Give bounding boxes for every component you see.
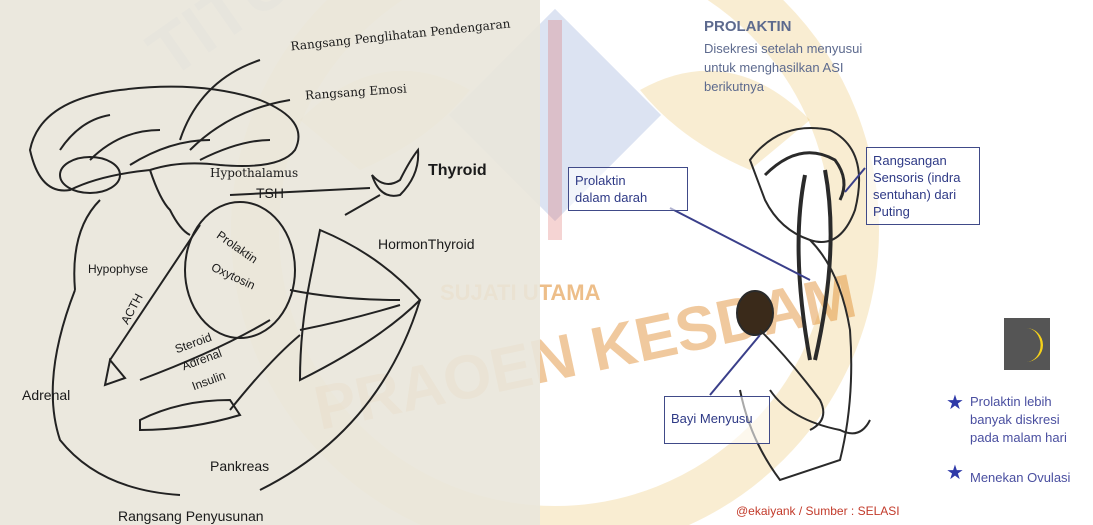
box-rangsangan-sensoris: Rangsangan Sensoris (indra sentuhan) dar… [866, 147, 980, 225]
label-adrenal: Adrenal [22, 387, 70, 403]
pointer-bayi [710, 335, 760, 395]
adrenal-gland [105, 360, 125, 385]
label-rangsang-penyusunan: Rangsang Penyusunan [118, 508, 264, 524]
label-thyroid: Thyroid [428, 162, 487, 180]
breast-drawing [300, 230, 420, 380]
arrow-feeding-stimulus [260, 300, 420, 490]
note-1-line-1: Prolaktin lebih [970, 393, 1067, 411]
box-prolaktin-line-1: Prolaktin [575, 172, 681, 189]
box-rangsangan-line-1: Rangsangan [873, 152, 973, 169]
moon-icon [1004, 318, 1050, 370]
right-subtitle-line-1: Disekresi setelah menyusui [704, 41, 862, 56]
hypophyse-arrow [74, 200, 100, 290]
arrow-tsh [230, 188, 370, 195]
note-1-line-3: pada malam hari [970, 429, 1067, 447]
pointer-rangsangan [845, 168, 865, 192]
thyroid-gland [372, 150, 418, 196]
box-prolaktin-line-2: dalam darah [575, 189, 681, 206]
label-tsh: TSH [256, 185, 284, 201]
label-hormon-thyroid: HormonThyroid [378, 236, 474, 252]
label-pankreas: Pankreas [210, 458, 269, 474]
moon-panel [1004, 318, 1050, 370]
cerebellum-outline [60, 157, 120, 193]
right-subtitle-line-2: untuk menghasilkan ASI [704, 60, 843, 75]
pancreas-drawing [140, 400, 240, 430]
arrow-hormon-thyroid [345, 195, 380, 215]
prolactin-circle [185, 202, 295, 338]
baby-head [737, 291, 773, 335]
note-menekan-ovulasi: Menekan Ovulasi [970, 469, 1070, 487]
credit-text: @ekaiyank / Sumber : SELASI [736, 504, 900, 518]
box-rangsangan-line-2: Sensoris (indra [873, 169, 973, 186]
right-title: PROLAKTIN [704, 18, 792, 35]
note-1-line-2: banyak diskresi [970, 411, 1067, 429]
box-rangsangan-line-4: Puting [873, 203, 973, 220]
pointer-prolaktin [670, 208, 810, 280]
endocrine-diagram [0, 0, 540, 525]
label-hypophyse: Hypophyse [88, 262, 148, 276]
box-rangsangan-line-3: sentuhan) dari [873, 186, 973, 203]
arrow-insulin [230, 335, 300, 410]
arrow-visual [180, 60, 260, 140]
star-icon-1: ★ [946, 393, 964, 413]
right-subtitle-line-3: berikutnya [704, 79, 764, 94]
box-prolaktin-dalam-darah: Prolaktin dalam darah [568, 167, 688, 211]
note-prolaktin-malam: Prolaktin lebih banyak diskresi pada mal… [970, 393, 1067, 447]
label-hypothalamus: Hypothalamus [210, 166, 298, 180]
star-icon-2: ★ [946, 463, 964, 483]
box-bayi-menyusu: Bayi Menyusu [664, 396, 770, 444]
